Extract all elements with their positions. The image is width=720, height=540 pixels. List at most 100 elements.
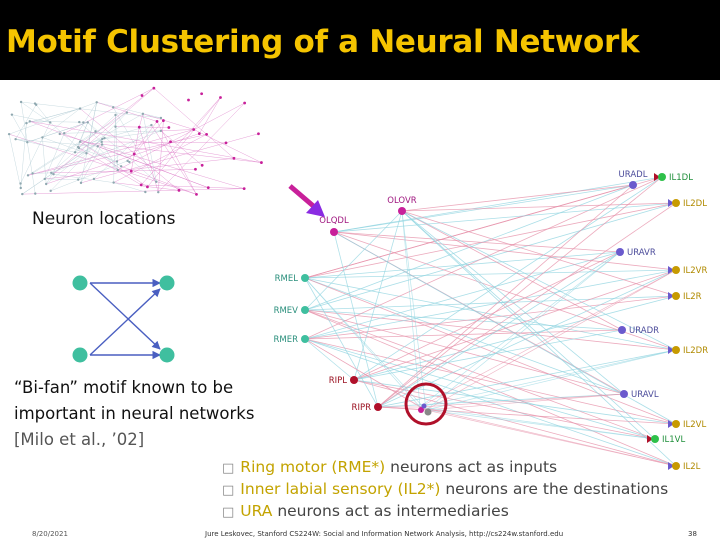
network-node: [618, 326, 626, 334]
thumbnail-node: [167, 126, 171, 129]
thumbnail-edge: [153, 87, 235, 159]
network-edge: [377, 269, 677, 408]
thumbnail-edge: [29, 121, 88, 123]
node-label: IL2L: [683, 462, 701, 472]
network-edge: [401, 210, 656, 440]
thumbnail-edge: [51, 169, 196, 174]
network-edge: [419, 406, 656, 440]
thumbnail-edge: [46, 102, 97, 185]
thumbnail-edge: [80, 141, 148, 188]
thumbnail-node: [26, 141, 29, 144]
network-node: [658, 173, 666, 181]
thumbnail-edge: [29, 121, 262, 163]
network-edge: [304, 269, 677, 340]
node-label: RMEV: [274, 306, 299, 316]
network-edge: [304, 202, 677, 311]
node-label: IL2R: [683, 292, 702, 302]
thumbnail-node: [76, 145, 80, 149]
network-node: [620, 390, 628, 398]
network-edge: [353, 295, 677, 381]
thumbnail-node: [49, 189, 52, 193]
thumbnail-edge: [86, 102, 97, 154]
thumbnail-edge: [11, 114, 28, 143]
thumbnail-edge: [78, 147, 118, 162]
thumbnail-edge: [77, 122, 88, 148]
thumbnail-edge: [80, 133, 259, 184]
node-label: OLOVR: [387, 196, 416, 206]
bullet-item: □URA neurons act as intermediaries: [222, 502, 509, 520]
network-node: [672, 292, 680, 300]
thumbnail-node: [82, 121, 85, 124]
network-node: [672, 199, 680, 207]
arrowhead: [668, 266, 674, 274]
thumbnail-edge: [102, 130, 161, 140]
thumbnail-edge: [15, 138, 76, 153]
thumbnail-node: [139, 183, 143, 187]
bullet-text: neurons are the destinations: [440, 480, 669, 498]
highlight-circle: [404, 382, 448, 426]
thumbnail-edge: [101, 141, 226, 144]
thumbnail-node: [155, 180, 158, 183]
thumbnail-edge: [139, 127, 159, 193]
thumbnail-node: [49, 121, 52, 124]
network-edge: [425, 251, 621, 411]
thumbnail-edge: [15, 138, 28, 143]
thumbnail-node: [187, 98, 190, 102]
node-label: URADL: [619, 170, 648, 180]
thumbnail-edge: [8, 134, 21, 189]
network-edge: [425, 409, 656, 440]
arrowhead: [668, 346, 674, 354]
arrowhead: [654, 173, 660, 181]
node-label: RIPR: [352, 403, 372, 413]
network-edge: [304, 277, 625, 395]
thumbnail-edge: [53, 174, 114, 183]
thumbnail-node: [195, 192, 198, 196]
network-edge: [304, 202, 677, 279]
network-node: [629, 181, 637, 189]
network-edge: [333, 176, 663, 233]
bifan-motif: [72, 275, 175, 363]
thumbnail-node: [200, 92, 204, 96]
arrowhead: [668, 199, 674, 207]
network-edge: [304, 176, 663, 279]
bullet-marker: □: [222, 505, 235, 520]
thumbnail-node: [115, 160, 119, 163]
thumbnail-edge: [44, 158, 234, 180]
bullet-highlight: Ring motor (RME*): [240, 458, 386, 476]
bullet-marker: □: [222, 461, 235, 476]
bullet-item: □Ring motor (RME*) neurons act as inputs: [222, 458, 557, 476]
thumbnail-node: [125, 111, 129, 114]
thumbnail-node: [85, 152, 88, 155]
thumbnail-edge: [141, 184, 245, 189]
thumbnail-node: [25, 121, 28, 125]
thumbnail-node: [141, 112, 145, 116]
thumbnail-node: [103, 136, 106, 140]
thumbnail-edge: [50, 122, 80, 149]
slide-title: Motif Clustering of a Neural Network: [6, 24, 640, 60]
thumbnail-edge: [20, 122, 51, 184]
network-edge: [425, 349, 677, 411]
thumbnail-node: [58, 132, 61, 136]
thumbnail-edge: [27, 131, 96, 176]
thumbnail-node: [219, 96, 222, 99]
network-edge: [353, 379, 677, 425]
thumbnail-node: [243, 101, 247, 105]
arrowhead: [668, 462, 674, 470]
node-label: RMER: [273, 335, 298, 345]
thumbnail-node: [132, 152, 136, 156]
thumbnail-edge: [97, 146, 209, 188]
node-label: OLQDL: [319, 216, 349, 226]
node-label: IL2VR: [683, 266, 707, 276]
thumbnail-node: [116, 168, 119, 172]
thumbnail-node: [192, 128, 196, 131]
bullet-marker: □: [222, 483, 235, 498]
network-node: [330, 228, 338, 236]
thumbnail-node: [159, 129, 163, 133]
thumbnail-edge: [141, 97, 221, 186]
network-edge: [401, 210, 677, 351]
thumbnail-edge: [53, 87, 154, 175]
thumbnail-node: [242, 187, 246, 191]
thumbnail-node: [112, 181, 115, 184]
thumbnail-node: [44, 182, 48, 186]
network-node: [672, 266, 680, 274]
